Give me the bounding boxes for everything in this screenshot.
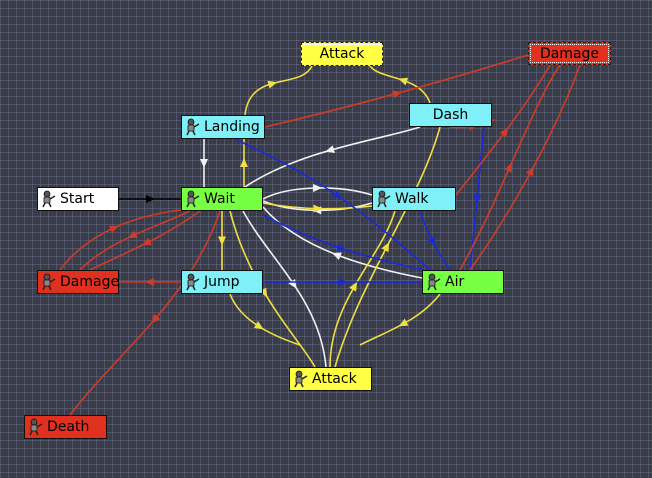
node-death[interactable]: Death: [24, 415, 107, 439]
node-attack-top[interactable]: Attack: [301, 42, 383, 66]
arrowhead: [259, 287, 268, 298]
character-icon: [184, 190, 202, 208]
node-label: Death: [47, 419, 90, 435]
node-label: Landing: [204, 119, 260, 135]
edge-landing-attack-top: [244, 65, 313, 116]
node-damage-top[interactable]: Damage: [528, 42, 611, 65]
character-icon: [292, 370, 310, 388]
edge-jump-attack: [229, 293, 301, 346]
node-label: Walk: [395, 191, 429, 207]
edge-wait-death: [69, 210, 221, 416]
arrowhead: [427, 236, 436, 247]
arrowhead: [331, 252, 342, 260]
arrowhead: [127, 230, 138, 238]
edge-air-attack: [359, 293, 441, 346]
edge-jump-air: [263, 278, 422, 286]
edge-air-wait: [262, 206, 423, 279]
arrowhead: [499, 127, 509, 138]
arrowhead: [288, 278, 297, 289]
arrowhead: [349, 281, 358, 292]
edge-wait-damage-2: [79, 210, 191, 271]
arrowhead: [313, 204, 323, 213]
edge-wait-jump: [218, 211, 226, 270]
character-icon: [184, 118, 202, 136]
edge-air-damage-top-1: [469, 64, 581, 271]
node-label: Damage: [539, 45, 600, 62]
edge-wait-damage-1: [89, 210, 201, 271]
edge-wait-attack-y: [229, 210, 316, 368]
edge-dash-attack-top: [369, 65, 431, 104]
edge-jump-damage: [119, 278, 181, 286]
edge-wait-air: [262, 214, 425, 271]
node-walk[interactable]: Walk: [372, 187, 456, 211]
arrowhead: [108, 225, 119, 234]
node-dash[interactable]: Dash: [409, 103, 492, 127]
node-label: Damage: [60, 274, 120, 290]
arrowhead: [240, 158, 248, 167]
character-icon: [40, 190, 58, 208]
character-icon: [425, 273, 443, 291]
node-label: Air: [445, 274, 465, 290]
node-start[interactable]: Start: [37, 187, 119, 211]
character-icon: [40, 273, 58, 291]
node-landing[interactable]: Landing: [181, 115, 265, 139]
edge-walk-damage-top: [455, 64, 551, 196]
arrowhead: [392, 90, 402, 99]
edge-landing-damage-top: [264, 54, 529, 128]
edge-dash-wait: [244, 126, 421, 188]
node-attack-bottom[interactable]: Attack: [289, 367, 372, 391]
edge-landing-air: [234, 138, 431, 271]
node-air[interactable]: Air: [422, 270, 504, 294]
arrowhead: [267, 80, 278, 89]
edge-attack-dash: [334, 126, 441, 368]
node-jump[interactable]: Jump: [181, 270, 263, 294]
arrowhead: [473, 194, 482, 204]
character-icon: [375, 190, 393, 208]
node-wait[interactable]: Wait: [181, 187, 263, 211]
edge-start-wait: [119, 195, 181, 203]
arrowhead: [526, 166, 534, 177]
arrowhead: [218, 236, 226, 246]
edge-wait-landing: [240, 139, 248, 187]
character-icon: [27, 418, 45, 436]
node-label: Attack: [319, 46, 365, 62]
arrowhead: [141, 237, 152, 246]
node-label: Dash: [432, 107, 469, 123]
arrowhead: [381, 242, 390, 253]
arrowhead: [146, 195, 155, 203]
arrowhead: [151, 313, 161, 324]
arrowhead: [338, 278, 348, 286]
arrowhead: [200, 159, 208, 168]
arrowhead: [325, 145, 335, 154]
arrowhead: [398, 77, 409, 86]
edge-walk-air: [419, 210, 451, 271]
edge-landing-wait: [200, 139, 208, 187]
node-damage-left[interactable]: Damage: [37, 270, 119, 294]
arrowhead: [145, 278, 154, 286]
edge-wait-walk-top: [262, 184, 373, 200]
node-label: Jump: [204, 274, 240, 290]
node-label: Wait: [204, 191, 235, 207]
character-icon: [184, 273, 202, 291]
node-label: Attack: [312, 371, 357, 387]
edge-damage-wait: [59, 209, 182, 271]
edge-air-damage-top-2: [459, 64, 561, 271]
arrowhead: [313, 184, 323, 193]
edge-wait-walk-y: [262, 202, 373, 213]
arrowhead: [398, 318, 409, 327]
arrowhead: [336, 243, 347, 252]
arrowhead: [504, 162, 512, 173]
node-label: Start: [60, 191, 95, 207]
arrowhead: [253, 321, 264, 330]
arrowhead: [332, 190, 343, 199]
